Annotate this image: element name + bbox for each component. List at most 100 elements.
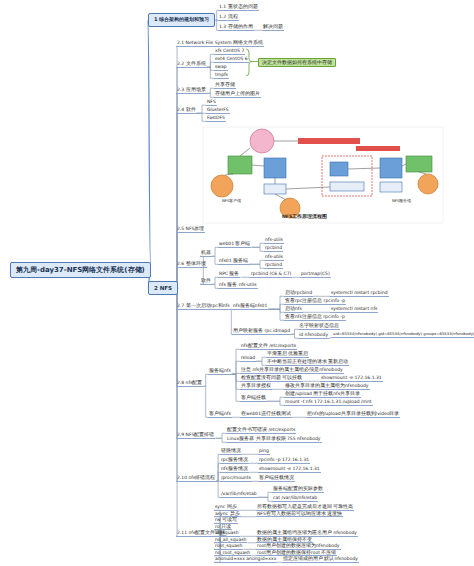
topic-node: 共享存储	[214, 82, 236, 89]
topic-node: 2.6 整体环境	[176, 261, 207, 268]
node-text: 用户映射服务 rpc.idmapd	[233, 328, 290, 333]
note-box: 决定文件数据如何在系统中存储	[258, 58, 336, 67]
branch-line	[176, 93, 178, 288]
node-text: showmount -e 172.16.1.31	[321, 375, 382, 380]
node-text: tmpfs	[215, 72, 228, 77]
node-text: 客户端nfs	[209, 411, 231, 416]
topic-node: 创建/upload 用于挂载nfs共享目录	[284, 391, 361, 398]
branch-line	[249, 463, 258, 464]
topic-node: 2.9 NFS配置排错	[176, 432, 215, 439]
node-text: 2.7 第一次启动rpc和nfs	[177, 303, 230, 308]
branch-line	[197, 105, 206, 113]
node-text: 启动rpcbind	[285, 290, 312, 295]
node-text: root_squash	[215, 543, 242, 548]
branch-line	[212, 247, 218, 256]
node-text: 数据的属主属组均压缩为匿名用户 nfsnobody	[257, 530, 357, 535]
branch-line	[232, 417, 240, 418]
node-text: 存储用户上传的图片	[215, 91, 260, 96]
branch-line	[247, 542, 256, 543]
node-text: nfs-utils	[265, 254, 283, 259]
topic-node: 不中断当前正在处理的请求 重新启动	[266, 359, 349, 366]
branch-line	[268, 309, 284, 320]
topic-node: 2.10 nfs排错流程	[176, 475, 216, 482]
topic-node: 检查配置没有问题 可以挂载	[240, 375, 303, 382]
topic-node: rpcbind	[264, 262, 283, 269]
branch-line	[272, 389, 284, 390]
node-text: rpc服务情况	[221, 457, 248, 462]
branch-line	[258, 497, 272, 501]
node-text: 2.1 Network File System 网络文件系统	[177, 40, 263, 45]
topic-node: 链路情况	[220, 448, 242, 455]
topic-node: 查看nfs注册信息 rpcinfo -p	[284, 314, 346, 321]
branch-line	[148, 20, 151, 270]
topic-node: tmpfs	[214, 72, 229, 79]
caption-label: NFS客户端	[222, 199, 241, 203]
node-text: showmount -e 172.16.1.31	[259, 466, 320, 471]
node-text: 2.2 文件系统	[177, 61, 206, 66]
node-text: 软件	[201, 278, 211, 283]
branch-line	[240, 277, 250, 278]
topic-node: rpcinfo -p 172.16.1.31	[258, 457, 310, 464]
node-text: 配置文件书写错误 /etc/exports	[227, 427, 295, 432]
node-text: nfs服务端nfs01	[233, 303, 267, 308]
topic-node: 1.2 流程	[218, 14, 239, 21]
node-text: 链路情况	[221, 448, 241, 453]
topic-node: 客户端挂载	[240, 395, 267, 402]
topic-node: 指定压缩成的用户 默认nfsnobody	[282, 556, 359, 563]
node-text: anonuid=xxx anongid=xxx	[215, 556, 276, 561]
topic-node: portmap(C5)	[300, 271, 331, 278]
branch-line	[268, 309, 284, 312]
node-text: 创建/upload 用于挂载nfs共享目录	[285, 391, 360, 396]
branch-line	[215, 433, 226, 438]
node-text: sync 同步	[215, 504, 237, 509]
node-text: 名字映射状态信息	[299, 323, 339, 328]
branch-line	[256, 357, 266, 361]
branch-line	[207, 62, 214, 67]
branch-line	[292, 277, 300, 278]
branch-line	[203, 374, 208, 386]
topic-node: 1.1 重状态的问题	[218, 4, 259, 11]
topic-node: mount -t nfs 172.16.1.31:/upload /mnt	[284, 399, 373, 406]
node-text: 所有数据都写入硬盘完成后才返回 可靠性高	[257, 504, 353, 509]
topic-node: 服务端配置的实际参数	[272, 486, 324, 493]
branch-line	[254, 30, 262, 31]
branch-line	[176, 288, 178, 536]
branch-line	[291, 329, 298, 334]
node-text: 2.9 NFS配置排错	[177, 432, 214, 437]
node-text: Linux服务器 共享目录权限 755 nfsnobody	[227, 436, 321, 441]
topic-node: RPC 服务	[218, 271, 240, 278]
node-text: 指定压缩成的用户 默认nfsnobody	[283, 556, 358, 561]
topic-node: showmount -e 172.16.1.31	[320, 375, 383, 382]
node-text: 把nfs的/upload共享目录挂载到/video目录	[307, 411, 399, 416]
node-text: reload	[241, 355, 255, 360]
node-text: no_all_squash	[215, 537, 246, 542]
node-text: 在web01进行挂载测试	[241, 411, 291, 416]
node-text: nfs01 服务端	[219, 258, 248, 263]
topic-node: showmount -e 172.16.1.31	[258, 466, 321, 473]
node-text: 检查配置没有问题 可以挂载	[241, 375, 302, 380]
node-text: 1.2 流程	[219, 14, 238, 19]
topic-node: 2.4 软件	[176, 107, 197, 114]
node-text: systemctl restart rpcbind	[331, 290, 388, 295]
topic-node: nfs01 服务端	[218, 258, 249, 265]
topic-node: nfs 服务 nfs-utils	[218, 282, 258, 289]
node-text: 服务端nfs	[209, 368, 231, 373]
topic-node: 2.8 nfs配置	[176, 380, 203, 387]
topic-node: 客户端nfs	[208, 411, 232, 418]
branch-line	[197, 113, 206, 121]
topic-node: systemctl restart rpcbind	[330, 290, 389, 297]
branch-line	[232, 374, 240, 401]
topic-node: anonuid=xxx anongid=xxx	[214, 556, 277, 563]
node-text: nfs 服务 nfs-utils	[219, 282, 257, 287]
node-text: ext4 CentOS 6	[215, 56, 248, 61]
topic-node: 2.1 Network File System 网络文件系统	[176, 40, 264, 47]
node-text: RPC 服务	[219, 271, 239, 276]
branch-line	[241, 516, 256, 517]
branch-line	[207, 93, 214, 97]
node-text: /var/lib/nfs/etab	[221, 491, 257, 496]
topic-box: 1 综合架构的规划和预习	[148, 13, 215, 27]
topic-node: nfs服务端nfs01	[232, 303, 268, 310]
topic-node: nfs-utils	[264, 237, 284, 244]
branch-line	[207, 54, 214, 67]
topic-box: 2 NFS	[148, 281, 178, 295]
